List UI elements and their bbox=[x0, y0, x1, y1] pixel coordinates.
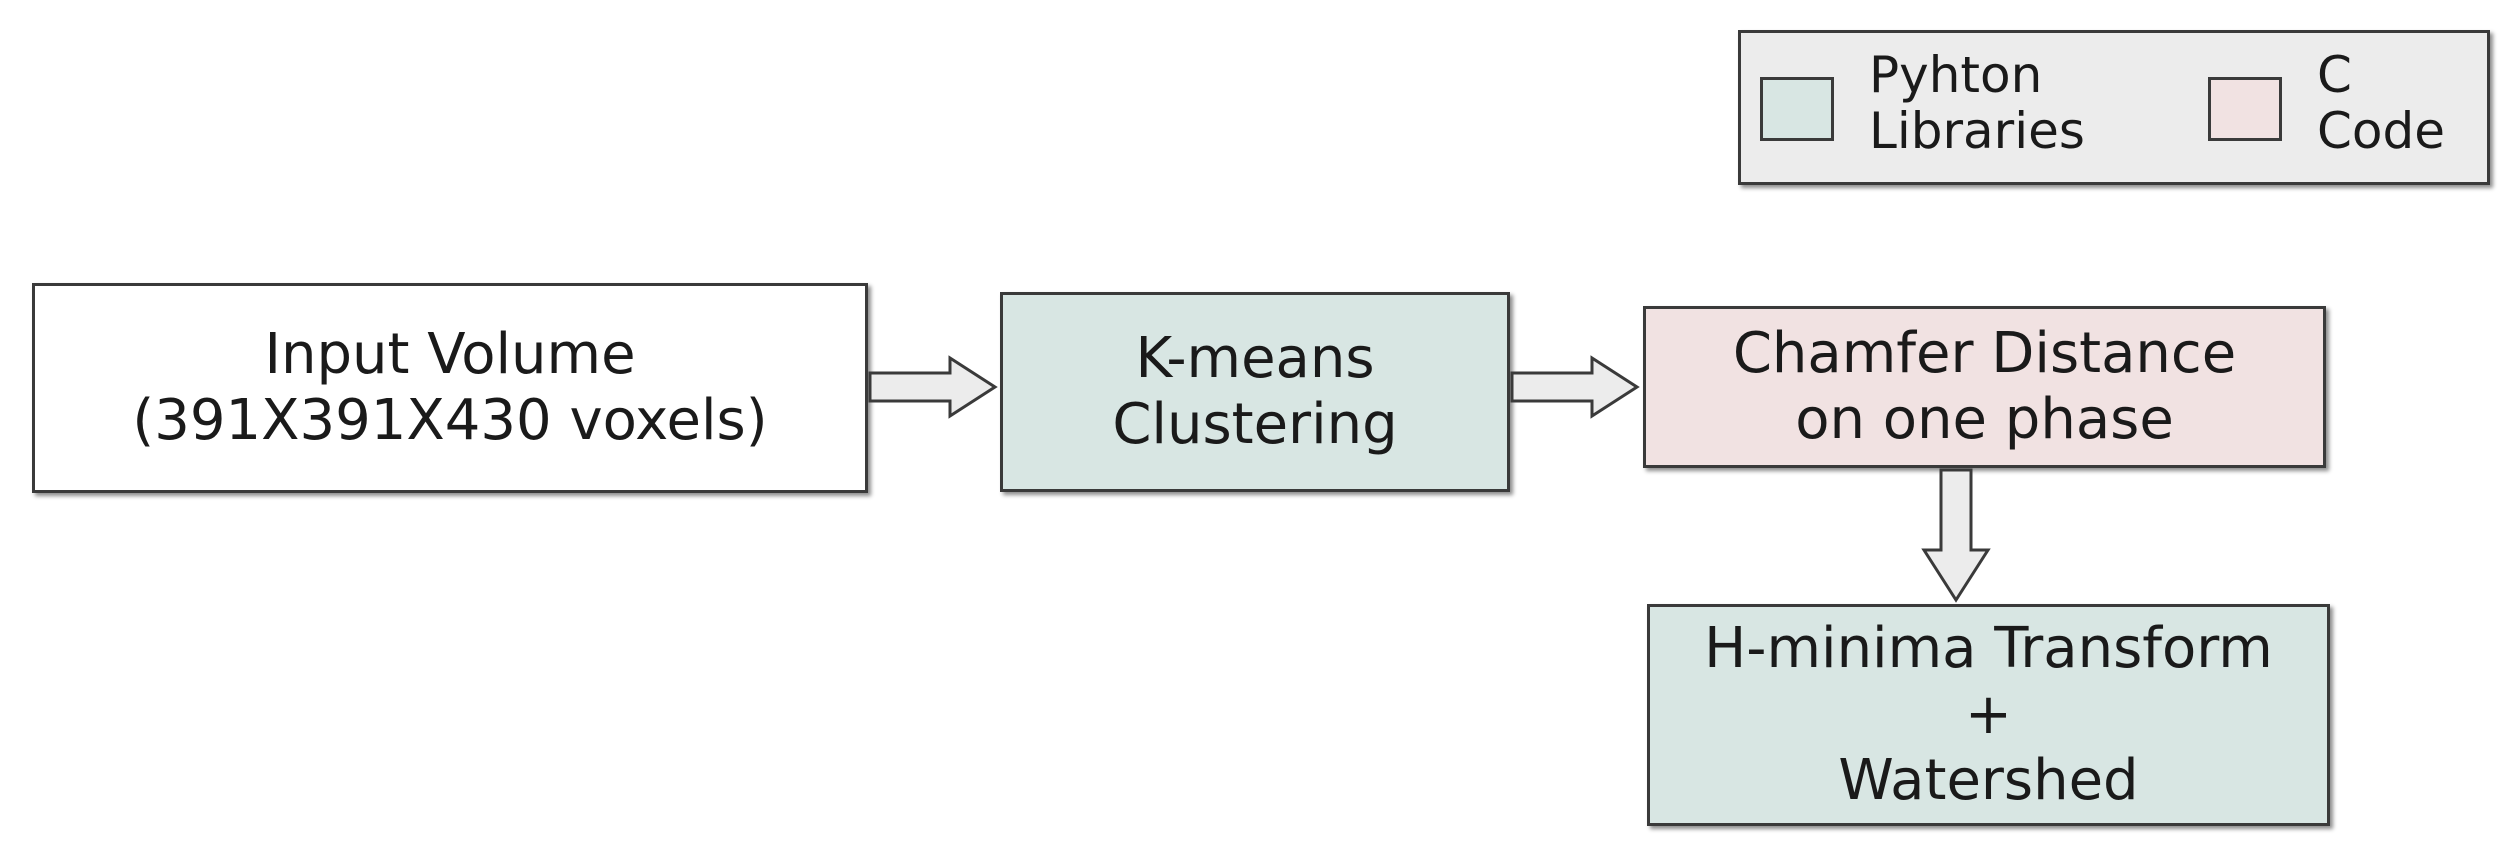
legend-label-python: Pyhton Libraries bbox=[1869, 46, 2085, 160]
arrow-chamfer-to-hminima bbox=[1921, 468, 1991, 603]
arrow-input-to-kmeans bbox=[868, 355, 998, 419]
hminima-watershed-box: H-minima Transform + Watershed bbox=[1647, 604, 2330, 826]
kmeans-clustering-box: K-means Clustering bbox=[1000, 292, 1510, 492]
arrow-kmeans-to-chamfer bbox=[1510, 355, 1640, 419]
chamfer-distance-box: Chamfer Distance on one phase bbox=[1643, 306, 2326, 468]
input-volume-box: Input Volume (391X391X430 voxels) bbox=[32, 283, 868, 493]
legend-swatch-c bbox=[2208, 77, 2282, 141]
legend-label-c: C Code bbox=[2317, 46, 2446, 160]
legend: Pyhton Libraries C Code bbox=[1738, 30, 2490, 185]
legend-swatch-python bbox=[1760, 77, 1834, 141]
